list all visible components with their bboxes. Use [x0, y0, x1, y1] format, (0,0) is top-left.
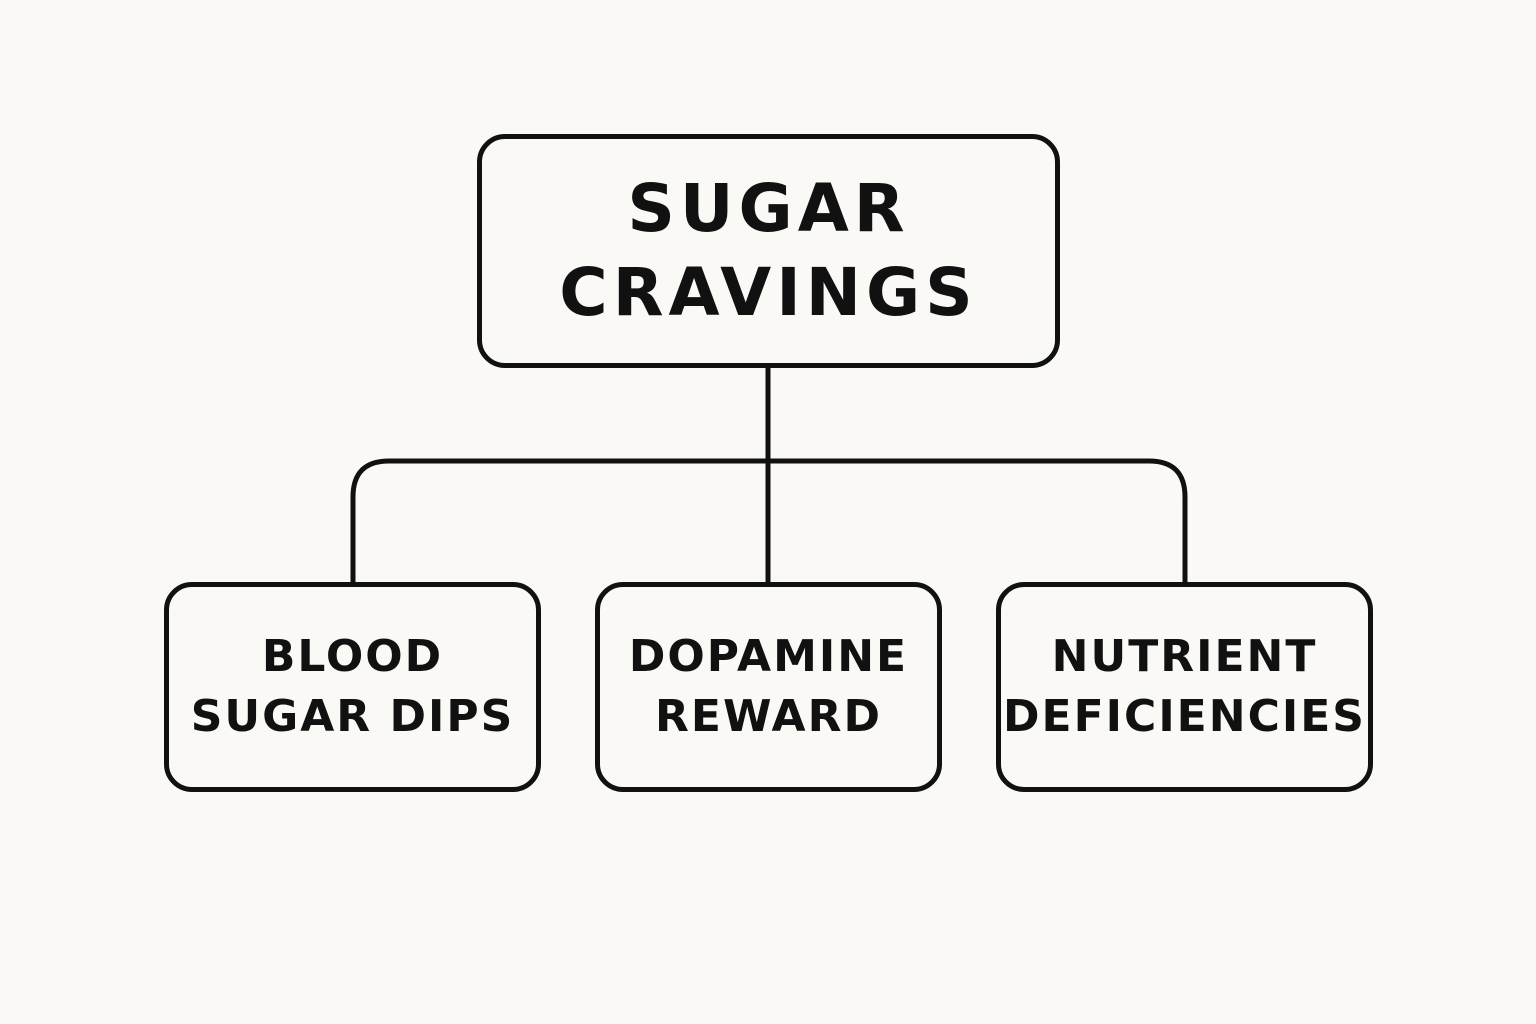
node-sugar-cravings-line-2: CRAVINGS — [559, 254, 978, 331]
connector-bus-left — [350, 458, 768, 582]
node-dopamine-reward-line-1: DOPAMINE — [628, 631, 909, 682]
node-sugar-cravings-line-1: SUGAR — [627, 170, 910, 247]
node-nutrient-deficiencies-line-1: NUTRIENT — [1051, 631, 1318, 682]
node-sugar-cravings: SUGAR CRAVINGS — [477, 134, 1060, 368]
node-nutrient-deficiencies: NUTRIENT DEFICIENCIES — [996, 582, 1373, 792]
node-blood-sugar-dips-line-1: BLOOD — [261, 631, 444, 682]
connector-bus-right — [768, 458, 1188, 582]
node-blood-sugar-dips-line-2: SUGAR DIPS — [190, 691, 515, 742]
node-nutrient-deficiencies-line-2: DEFICIENCIES — [1003, 691, 1366, 742]
node-dopamine-reward-line-2: REWARD — [655, 691, 882, 742]
node-dopamine-reward: DOPAMINE REWARD — [595, 582, 942, 792]
node-blood-sugar-dips: BLOOD SUGAR DIPS — [164, 582, 541, 792]
